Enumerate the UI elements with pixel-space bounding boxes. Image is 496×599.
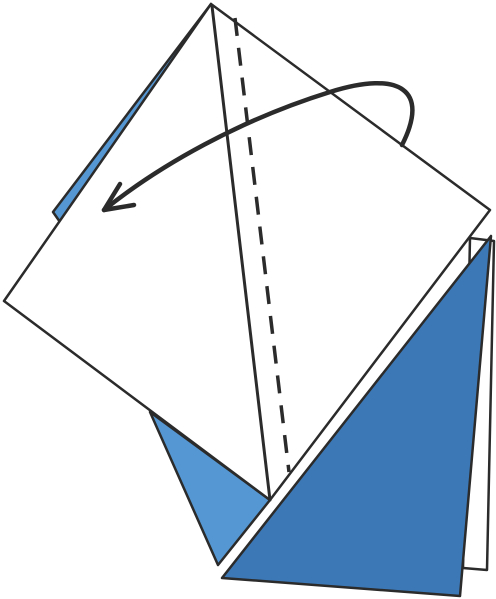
valley-fold-line <box>233 17 291 473</box>
lower-right-flap <box>220 234 493 598</box>
fold-arrow <box>101 81 415 213</box>
crease-line <box>210 4 272 502</box>
fold-arrowhead-icon <box>101 181 137 213</box>
